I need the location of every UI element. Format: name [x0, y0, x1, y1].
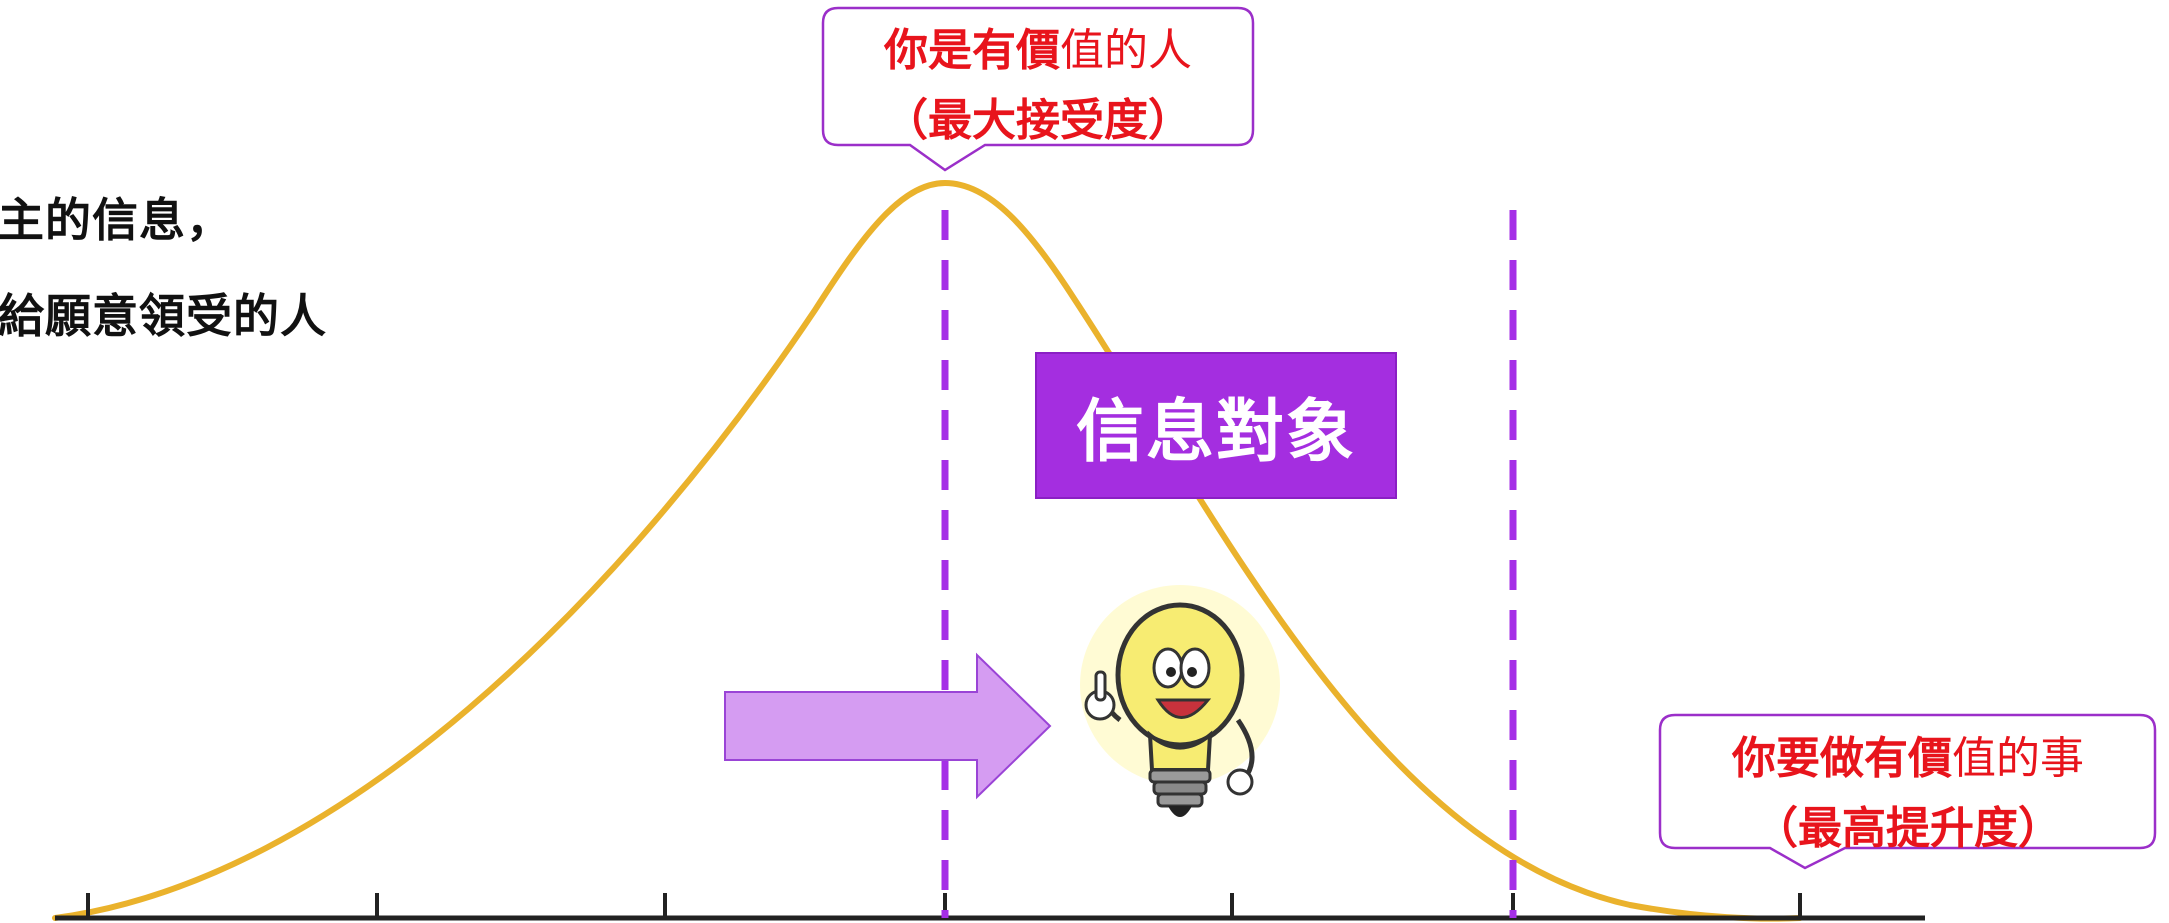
- top-callout-line-2: （最大接受度）: [884, 95, 1192, 146]
- top-callout-plain: 值的人: [1060, 25, 1192, 76]
- right-callout-line-2: （最高提升度）: [1754, 803, 2062, 854]
- top-callout-line-1: 你是有價值的人: [830, 14, 1246, 78]
- message-line-1: 主的信息，: [0, 193, 233, 247]
- right-callout-line-1: 你要做有價值的事: [1665, 722, 2151, 786]
- message-line-2: 給願意領受的人: [0, 289, 327, 343]
- top-callout-bold: 你是有價: [884, 25, 1060, 76]
- right-callout-text: 你要做有價值的事 （最高提升度）: [1665, 722, 2151, 856]
- audience-box: 信息對象: [1035, 352, 1397, 499]
- axis-ticks: [86, 893, 1802, 918]
- lightbulb-mascot-icon: [1080, 585, 1280, 817]
- right-arrow: [724, 652, 1052, 800]
- top-callout-text: 你是有價值的人 （最大接受度）: [830, 14, 1246, 148]
- right-callout-plain: 值的事: [1952, 733, 2084, 784]
- right-callout-bold: 你要做有價: [1732, 733, 1952, 784]
- bell-curve: [52, 179, 1803, 922]
- audience-box-label: 信息對象: [1075, 393, 1356, 472]
- right-callout-bubble: [1658, 713, 2157, 870]
- top-callout-bubble: [821, 6, 1255, 172]
